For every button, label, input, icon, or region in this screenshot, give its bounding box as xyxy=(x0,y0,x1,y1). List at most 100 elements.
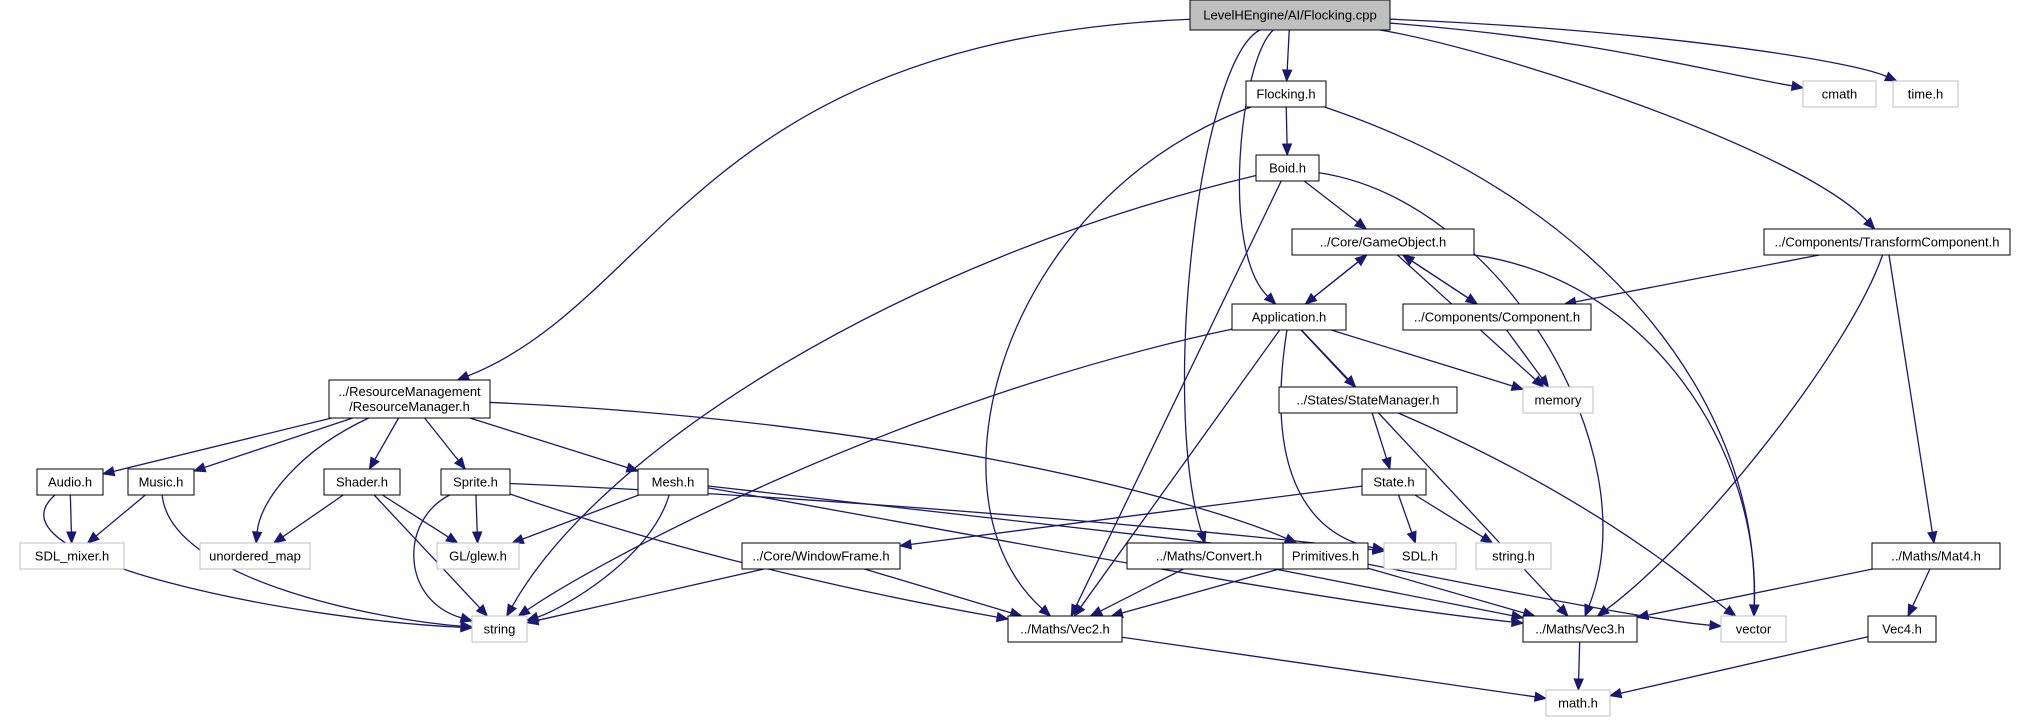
edge-line xyxy=(1303,180,1358,223)
node-component-h[interactable]: ../Components/Component.h xyxy=(1402,303,1592,331)
node-label: string xyxy=(484,622,516,637)
edge-root-to-resmgr_h xyxy=(456,18,1191,381)
edge-line xyxy=(95,494,146,537)
node-root[interactable]: LevelHEngine/AI/Flocking.cpp xyxy=(1189,0,1391,31)
node-label: ../Maths/Convert.h xyxy=(1156,549,1262,564)
node-label: Boid.h xyxy=(1269,161,1306,176)
node-label: Vec4.h xyxy=(1882,622,1922,637)
edge-sprite_h-to-vec2_h xyxy=(509,493,1010,623)
edge-line xyxy=(1371,412,1388,459)
node-windowframe-h[interactable]: ../Core/WindowFrame.h xyxy=(741,542,901,570)
node-vec4-h[interactable]: Vec4.h xyxy=(1867,615,1937,643)
node-audio-h[interactable]: Audio.h xyxy=(36,468,104,496)
node-vec2-h[interactable]: ../Maths/Vec2.h xyxy=(1007,615,1123,643)
node-label: Application.h xyxy=(1252,310,1326,325)
node-unordered-map: unordered_map xyxy=(199,542,311,570)
node-string-h: string.h xyxy=(1475,542,1552,570)
node-music-h[interactable]: Music.h xyxy=(127,468,195,496)
node-primitives-h[interactable]: Primitives.h xyxy=(1282,542,1369,570)
node-box xyxy=(1007,615,1123,643)
node-shader-h[interactable]: Shader.h xyxy=(323,468,401,496)
edge-arrowhead xyxy=(1281,143,1293,157)
edge-arrowhead xyxy=(445,532,459,544)
node-box xyxy=(1291,228,1475,256)
edge-shader_h-to-glew_h xyxy=(382,494,459,544)
edge-root-to-time_h xyxy=(1389,18,1898,82)
node-box xyxy=(1383,542,1457,570)
edge-arrowhead xyxy=(456,370,471,381)
edge-line xyxy=(467,18,1191,377)
node-box xyxy=(1802,80,1877,108)
edge-state_h-to-windowframe_h xyxy=(898,485,1363,550)
edge-arrowhead xyxy=(471,531,483,545)
node-box xyxy=(1255,154,1320,182)
edge-line xyxy=(204,417,353,469)
edge-arrowhead xyxy=(1709,619,1723,631)
node-statemgr-h[interactable]: ../States/StateManager.h xyxy=(1278,386,1458,414)
edge-line xyxy=(1575,254,1820,303)
edge-arrowhead xyxy=(506,603,518,618)
node-cmath: cmath xyxy=(1802,80,1877,108)
edge-flocking_h-to-vec2_h xyxy=(985,106,1252,617)
edge-arrowhead xyxy=(525,615,540,626)
edge-line xyxy=(707,485,1273,551)
node-mat4-h[interactable]: ../Maths/Mat4.h xyxy=(1871,542,2001,570)
edge-line xyxy=(1121,567,1284,614)
node-resmgr-h[interactable]: ../ResourceManagement/ResourceManager.h xyxy=(328,379,491,419)
edge-line xyxy=(69,494,73,533)
edge-state_h-to-string_h xyxy=(1414,494,1494,544)
node-box xyxy=(1245,80,1327,108)
edge-line xyxy=(489,401,1287,540)
edge-boid_h-to-string xyxy=(506,174,1257,618)
edge-line xyxy=(1389,22,1793,87)
edge-arrowhead xyxy=(1406,530,1417,545)
node-application-h[interactable]: Application.h xyxy=(1231,303,1347,331)
node-convert-h[interactable]: ../Maths/Convert.h xyxy=(1126,542,1292,570)
edge-line xyxy=(509,493,998,618)
node-flocking-h[interactable]: Flocking.h xyxy=(1245,80,1327,108)
node-state-h[interactable]: State.h xyxy=(1361,468,1427,496)
edge-line xyxy=(511,174,1257,607)
node-vec3-h[interactable]: ../Maths/Vec3.h xyxy=(1522,615,1638,643)
edge-resmgr_h-to-music_h xyxy=(192,417,353,473)
edge-arrowhead xyxy=(1401,254,1416,266)
edge-line xyxy=(256,417,369,533)
node-gameobject-h[interactable]: ../Core/GameObject.h xyxy=(1291,228,1475,256)
edge-mat4_h-to-vec4_h xyxy=(1907,568,1931,618)
edge-line xyxy=(537,568,764,621)
edge-arrowhead xyxy=(1089,606,1104,617)
edge-mat4_h-to-vec3_h xyxy=(1635,568,1873,621)
node-box xyxy=(1278,386,1458,414)
node-label: Audio.h xyxy=(48,475,92,490)
edge-arrowhead xyxy=(1927,530,1938,545)
edge-root-to-convert_h xyxy=(1183,29,1261,545)
node-transform-h[interactable]: ../Components/TransformComponent.h xyxy=(1763,228,2011,256)
edge-arrowhead xyxy=(453,456,466,471)
edge-arrowhead xyxy=(66,531,77,545)
edge-arrowhead xyxy=(1596,604,1610,617)
node-sprite-h[interactable]: Sprite.h xyxy=(440,468,511,496)
node-vector: vector xyxy=(1720,615,1787,643)
edge-arrowhead xyxy=(1533,691,1548,702)
node-mesh-h[interactable]: Mesh.h xyxy=(637,468,709,496)
edge-windowframe_h-to-string xyxy=(525,568,764,626)
edge-line xyxy=(469,417,628,469)
edge-line xyxy=(373,494,481,609)
node-box xyxy=(1231,303,1347,331)
node-box xyxy=(440,468,511,496)
edge-arrowhead xyxy=(1510,380,1525,391)
edge-arrowhead xyxy=(460,620,474,632)
edge-statemgr_h-to-vector xyxy=(1397,412,1737,617)
node-box xyxy=(19,542,125,570)
edge-line xyxy=(1304,261,1359,305)
node-box xyxy=(741,542,901,570)
edge-arrowhead xyxy=(625,462,640,473)
node-boid-h[interactable]: Boid.h xyxy=(1255,154,1320,182)
edge-application_h-to-memory xyxy=(1330,329,1525,391)
edge-arrowhead xyxy=(898,539,913,550)
node-box xyxy=(1545,689,1611,717)
edge-line xyxy=(475,494,478,533)
node-label: /ResourceManager.h xyxy=(349,399,470,414)
edge-line xyxy=(985,106,1252,610)
